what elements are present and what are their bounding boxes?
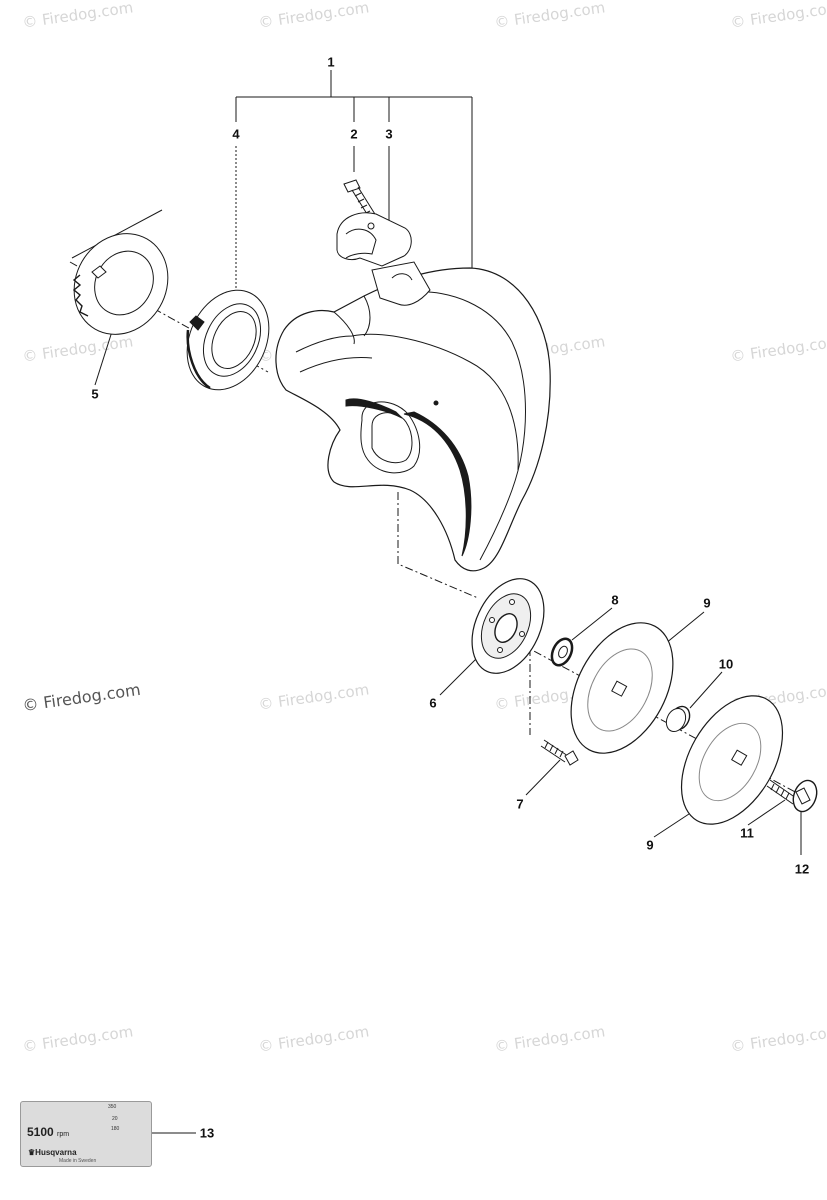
part-4-bearing-ring xyxy=(186,289,270,391)
part-5-lock-ring xyxy=(72,233,169,335)
part-1-blade-guard xyxy=(275,261,551,572)
callout-10: 10 xyxy=(718,656,734,672)
part-3-clamp xyxy=(336,212,412,267)
part-13-decal: 5100 rpm 350 20 180 ♛Husqvarna Made in S… xyxy=(20,1101,152,1167)
part-9-flange-washer-outer xyxy=(680,695,784,825)
brand-crown-icon: ♛ xyxy=(28,1148,36,1157)
part-9-flange-washer xyxy=(570,622,674,754)
decal-depth: 20 xyxy=(112,1116,118,1122)
decal-rpm-value: 5100 xyxy=(27,1125,54,1139)
decal-rpm-unit: rpm xyxy=(57,1131,70,1138)
decal-origin: Made in Sweden xyxy=(59,1158,97,1164)
decal-diameter: 350 xyxy=(108,1104,117,1110)
callout-6: 6 xyxy=(429,695,437,711)
decal-bore: 180 xyxy=(111,1126,120,1132)
callout-2: 2 xyxy=(350,126,358,142)
decal-brand-logo: ♛Husqvarna xyxy=(28,1148,77,1157)
callout-9-upper: 9 xyxy=(703,595,711,611)
decal-brand: Husqvarna xyxy=(35,1148,77,1157)
callout-8: 8 xyxy=(611,592,619,608)
callout-5: 5 xyxy=(91,386,99,402)
part-7-screw xyxy=(540,739,579,766)
part-12-washer xyxy=(792,779,818,813)
decal-rpm: 5100 rpm xyxy=(27,1125,69,1139)
callout-1: 1 xyxy=(327,54,335,70)
callout-11: 11 xyxy=(740,825,754,841)
part-8-washer xyxy=(550,637,574,667)
leader-lines xyxy=(69,70,811,1134)
part-11-bolt xyxy=(766,779,797,805)
callout-7: 7 xyxy=(516,796,524,812)
callout-13: 13 xyxy=(199,1125,215,1141)
part-10-bushing xyxy=(665,705,691,733)
callout-4: 4 xyxy=(232,126,240,142)
callout-12: 12 xyxy=(794,861,810,877)
part-6-flange xyxy=(471,578,545,674)
callout-9-lower: 9 xyxy=(646,837,654,853)
callout-3: 3 xyxy=(385,126,393,142)
